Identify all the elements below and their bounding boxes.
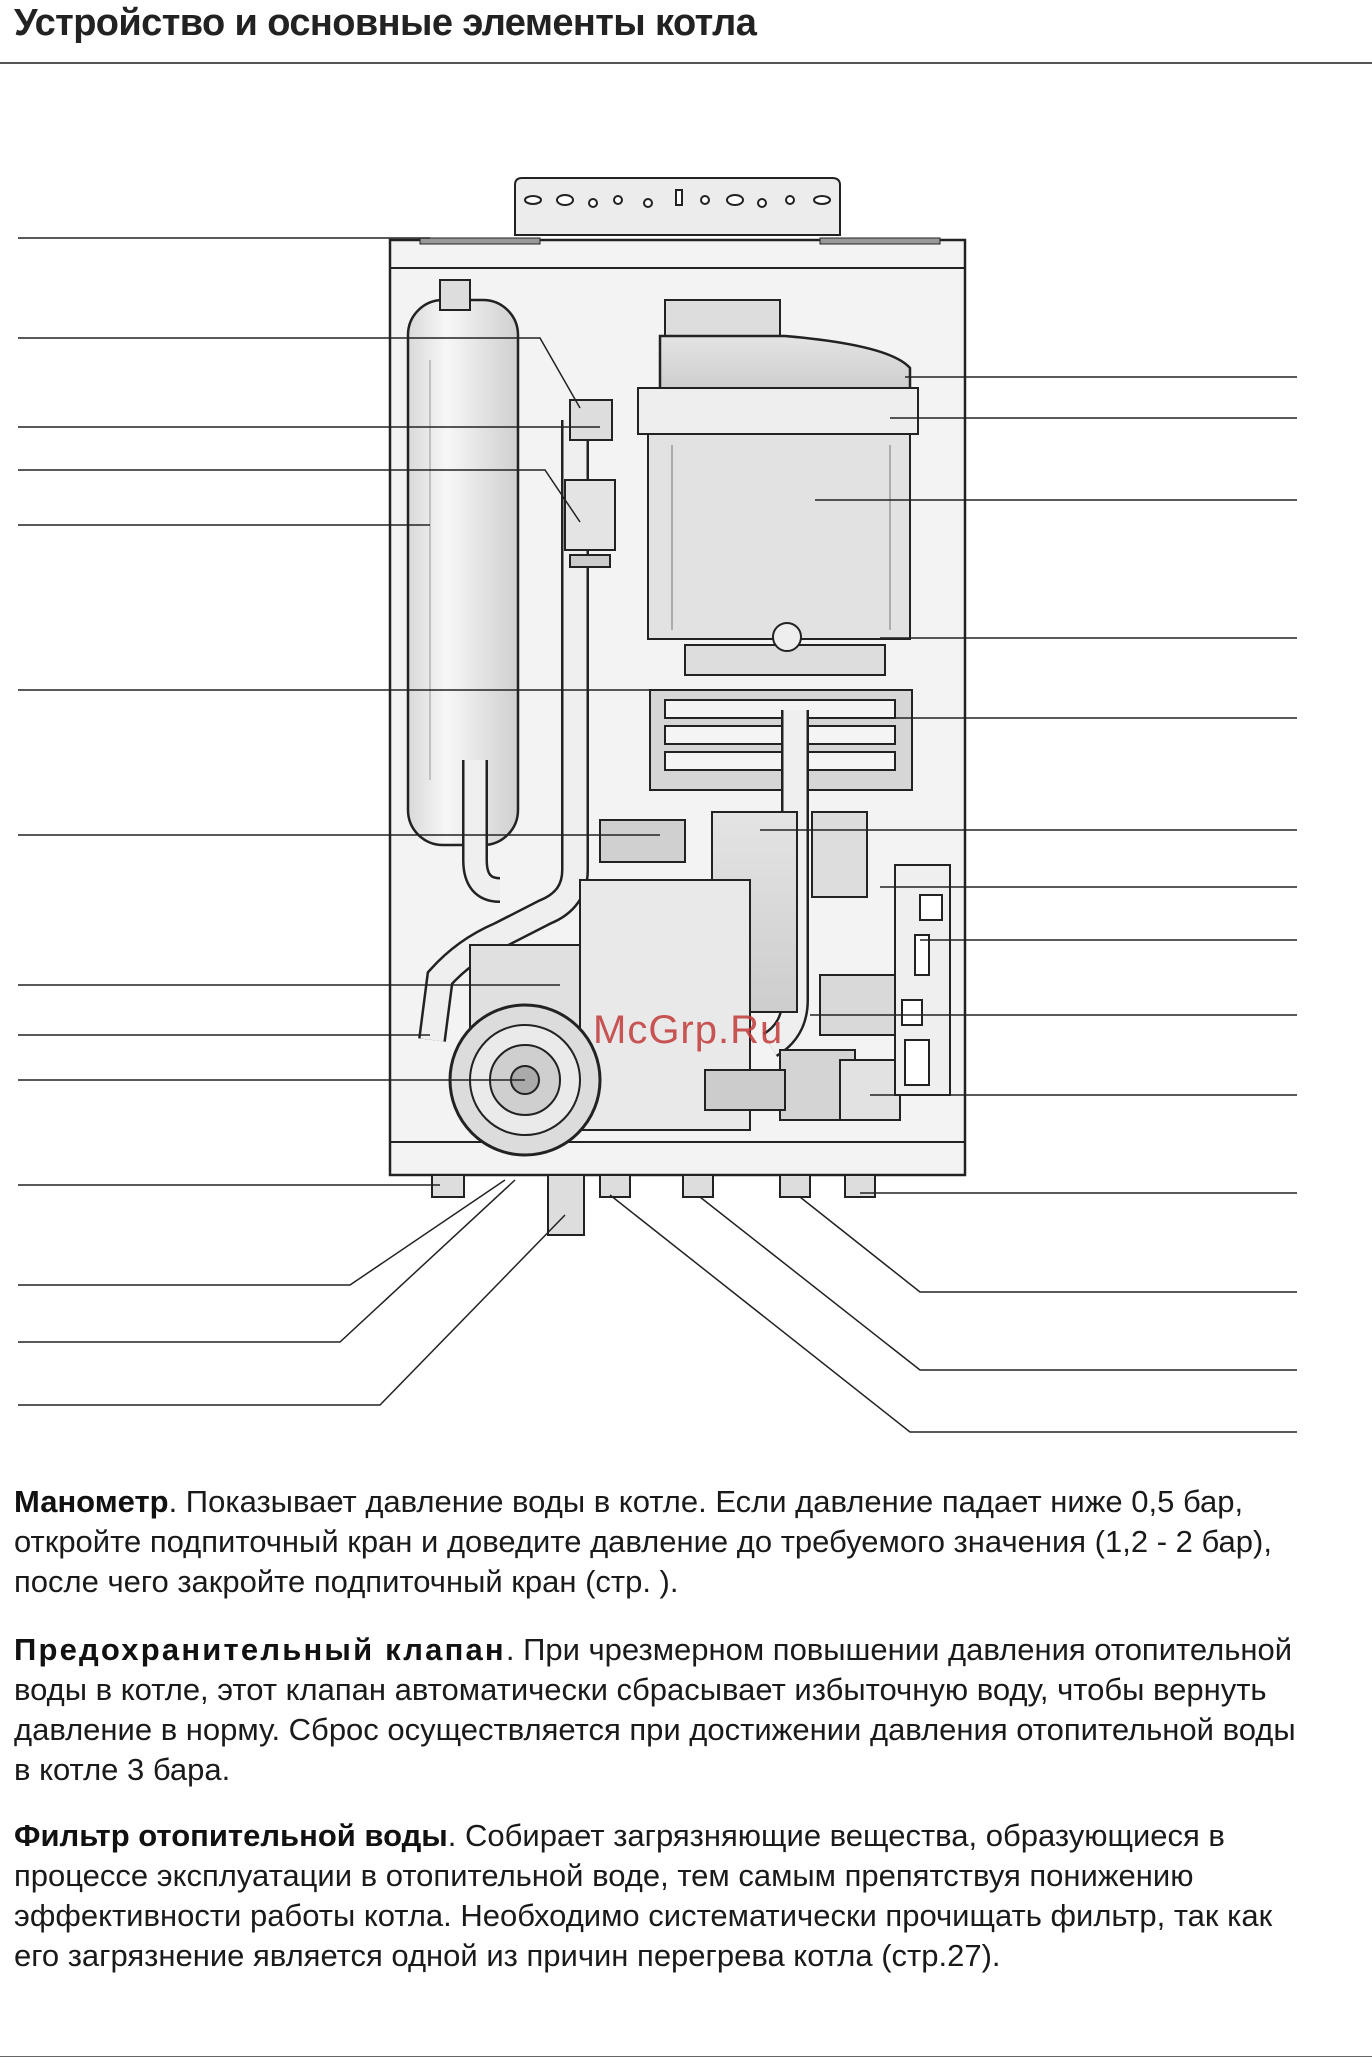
term-heating-filter: Фильтр отопительной воды [14, 1818, 448, 1853]
heat-exchanger [637, 387, 919, 640]
watermark: McGrp.Ru [593, 1008, 784, 1052]
paragraph-heating-filter: Фильтр отопительной воды. Собирает загря… [14, 1816, 1314, 1976]
text-manometer: . Показывает давление воды в котле. Если… [14, 1484, 1272, 1599]
text-safety-valve: . При чрезмерном повышении давления отоп… [14, 1632, 1296, 1787]
leader-lines-right [609, 376, 1297, 1433]
term-safety-valve: Предохранительный клапан [14, 1632, 506, 1667]
bottom-connections [431, 1174, 876, 1236]
control-panel [894, 864, 951, 1096]
flue-hood [658, 299, 912, 392]
text-heating-filter: . Собирает загрязняющие вещества, образу… [14, 1818, 1273, 1973]
title-divider [0, 62, 1372, 64]
footer-divider [0, 2056, 1372, 2057]
leader-lines-left [18, 237, 665, 1406]
supply-pipe [418, 399, 616, 1042]
paragraph-manometer: Манометр. Показывает давление воды в кот… [14, 1482, 1314, 1602]
paragraph-safety-valve: Предохранительный клапан. При чрезмерном… [14, 1630, 1314, 1790]
expansion-tank [406, 279, 520, 847]
term-manometer: Манометр [14, 1484, 169, 1519]
boiler-diagram [18, 177, 1297, 1433]
page-title: Устройство и основные элементы котла [14, 2, 757, 44]
mounting-bracket [514, 177, 841, 236]
gas-valve [704, 974, 901, 1121]
